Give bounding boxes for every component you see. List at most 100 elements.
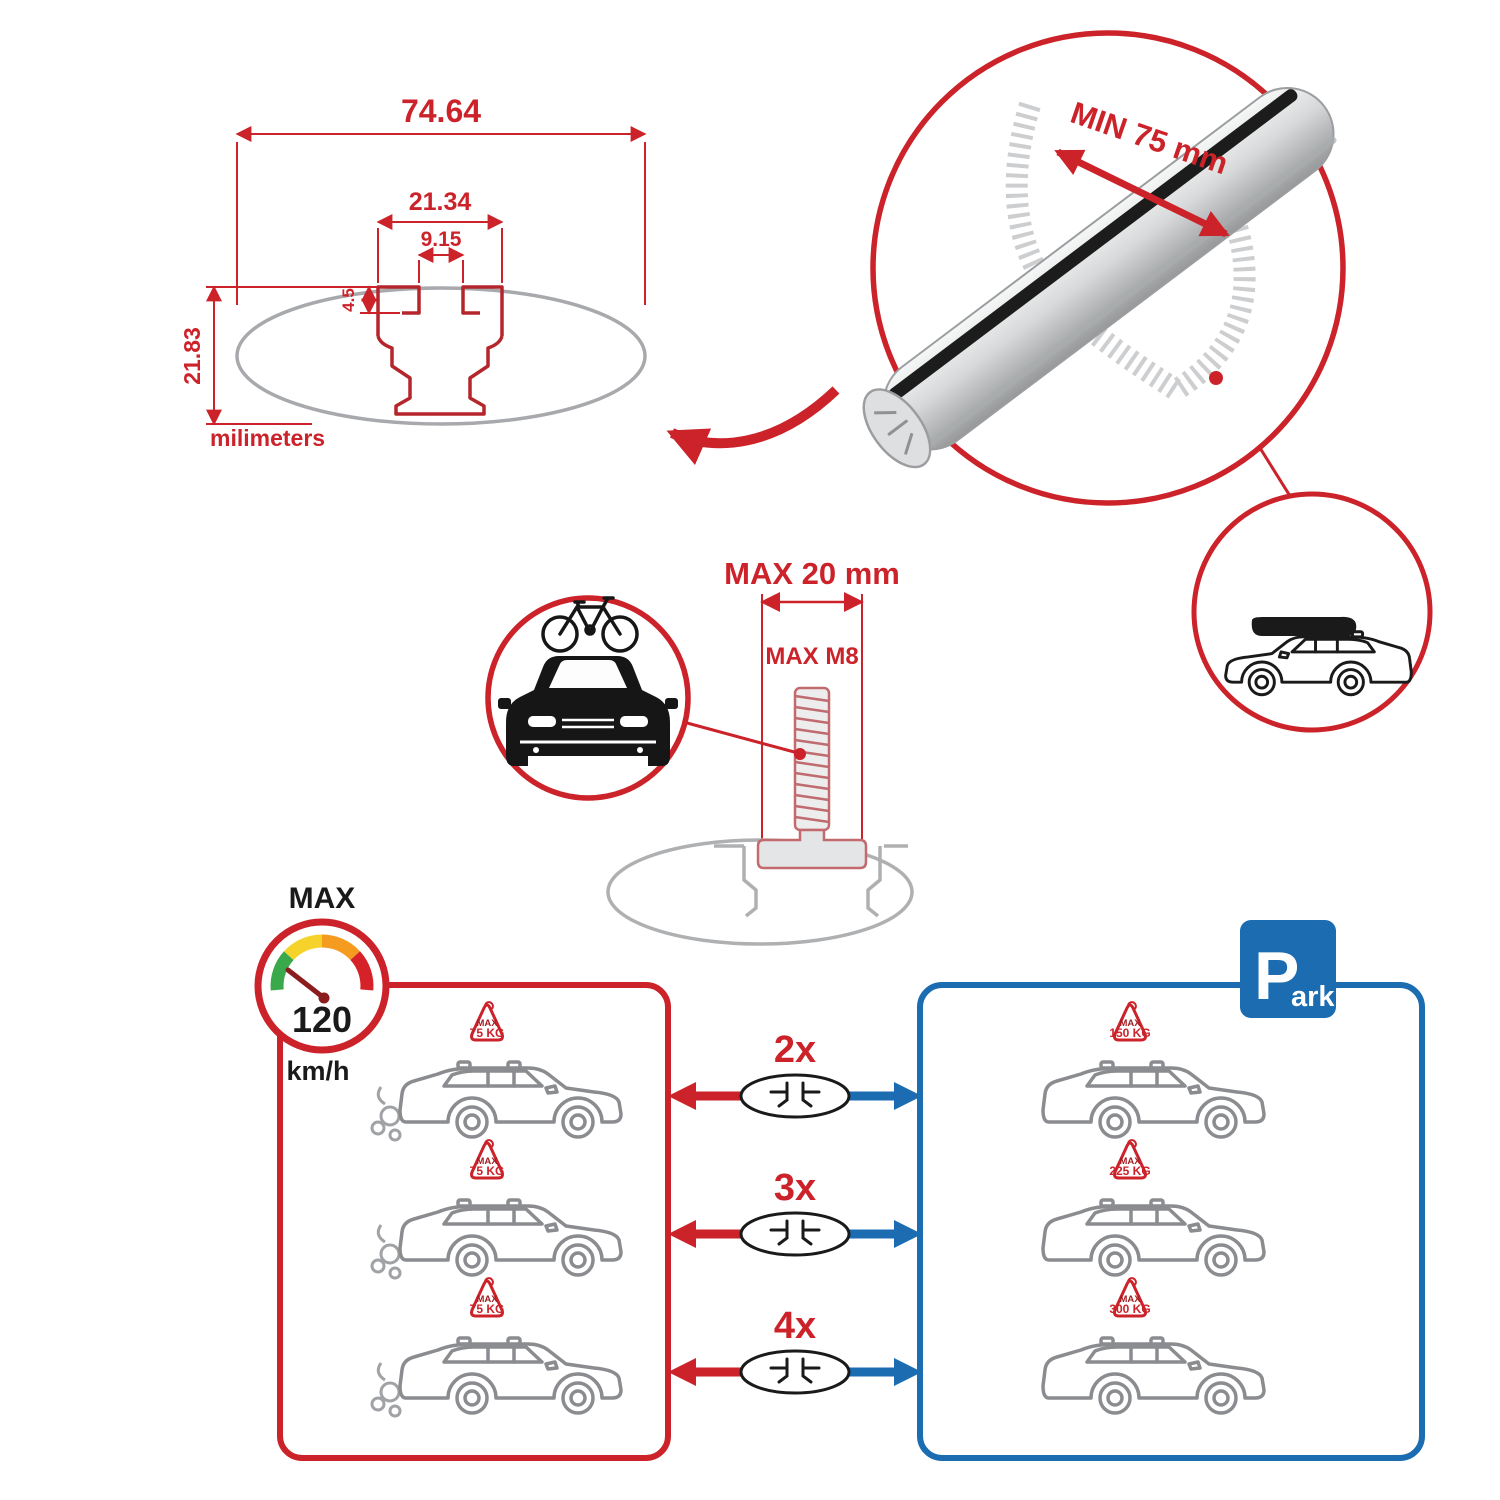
parked-car-2: MAX 225 KG: [1041, 1138, 1266, 1277]
gauge-pivot: [318, 992, 330, 1004]
t-bolt: [756, 686, 868, 870]
label-total-width: 74.64: [401, 93, 481, 129]
tag-title: MAX: [1119, 1018, 1141, 1029]
blue-arrow-head: [894, 1082, 922, 1110]
bolt-threads: [794, 694, 830, 824]
car-headlight-left: [528, 716, 556, 727]
car-front-body: [506, 656, 670, 766]
min-span-arrow: [1054, 148, 1230, 238]
driving-car-2: MAX 75 KG: [370, 1138, 623, 1280]
red-arrow-head: [668, 1220, 696, 1248]
bar-end-channels: [874, 410, 914, 455]
bicycle-icon: [541, 596, 639, 653]
tag-title: MAX: [476, 1018, 498, 1029]
car-foglight-right: [637, 747, 643, 753]
car-icon: [1041, 1198, 1266, 1277]
suv-circle: [1191, 491, 1433, 733]
car-mirror-right: [665, 698, 678, 709]
blue-arrow-head: [894, 1358, 922, 1386]
car-icon: [398, 1336, 623, 1415]
park-sign-ark: ark: [1291, 981, 1335, 1013]
car-grill: [562, 718, 614, 729]
crossbar-section-icon: [739, 1349, 851, 1395]
car-mirror-left: [498, 698, 511, 709]
car-icon: [1041, 1336, 1266, 1415]
tag-value: 150 KG: [1109, 1026, 1150, 1040]
profile-slot-right: [866, 846, 882, 918]
smoke-icon: [370, 1085, 402, 1142]
pointer-arrow-to-diagram: [666, 386, 840, 466]
car-front-icon: [498, 656, 678, 766]
blue-arrow-head: [894, 1220, 922, 1248]
label-max-bolt: MAX M8: [765, 643, 858, 670]
car-headlight-right: [620, 716, 648, 727]
tag-value: 75 KG: [470, 1302, 505, 1316]
bar-count-label: 2x: [774, 1029, 816, 1071]
label-total-height: 21.83: [179, 327, 205, 385]
red-arrow-head: [668, 1358, 696, 1386]
dimension-lines: [206, 126, 647, 426]
tag-value: 300 KG: [1109, 1302, 1150, 1316]
ext-total-width: [236, 142, 646, 305]
parked-car-3: MAX 300 KG: [1041, 1276, 1266, 1415]
driving-car-1: MAX 75 KG: [370, 1000, 623, 1142]
bar-ellipse-outline: [235, 286, 647, 426]
tag-title: MAX: [476, 1156, 498, 1167]
t-slot-profile: [376, 285, 504, 416]
speed-max-label: MAX: [289, 882, 356, 915]
tag-title: MAX: [1119, 1294, 1141, 1305]
car-icon: [398, 1060, 623, 1139]
bolt-t-head: [756, 828, 868, 870]
gauge-arc-red: [350, 951, 374, 991]
bar-option-row-3: 4x: [668, 1305, 922, 1395]
bar-render-detail: MIN 75 mm: [862, 30, 1346, 513]
smoke-icon: [370, 1361, 402, 1418]
label-slot-outer: 21.34: [409, 188, 472, 216]
crossbar-section-icon: [739, 1073, 851, 1119]
label-slot-opening: 9.15: [421, 228, 462, 251]
clamp-strap-sketch: [1005, 101, 1256, 404]
suv-roofbox-detail: [1191, 491, 1433, 733]
car-icon: [1041, 1060, 1266, 1139]
speed-limit-gauge: MAX 120 km/h: [254, 882, 390, 1086]
car-foglight-left: [533, 747, 539, 753]
driving-car-3: MAX 75 KG: [370, 1276, 623, 1418]
ext-clamp-width: [761, 594, 863, 842]
mount-dimension-lines: [760, 592, 864, 842]
tag-title: MAX: [476, 1294, 498, 1305]
car-front-detail: [485, 595, 691, 801]
red-arrow-head: [668, 1082, 696, 1110]
t-slot-stem: [376, 335, 504, 416]
gauge-arc-yellow: [284, 934, 323, 961]
bike-wheel-rear: [541, 615, 579, 653]
tag-title: MAX: [1119, 1156, 1141, 1167]
park-sign-plate: [1240, 920, 1336, 1018]
car-icon: [398, 1198, 623, 1277]
callout-dot: [1209, 371, 1223, 385]
speed-unit: km/h: [286, 1056, 349, 1086]
bar-count-label: 3x: [774, 1167, 816, 1209]
gauge-arc: [270, 934, 374, 991]
parked-panel: [917, 982, 1425, 1461]
profile-slot: [714, 844, 908, 918]
park-sign-p: P: [1254, 938, 1299, 1014]
smoke-icon: [370, 1223, 402, 1280]
roof-box-icon: [1251, 616, 1357, 636]
driving-panel: [277, 982, 671, 1461]
car-windshield: [549, 660, 627, 688]
bar-option-row-2: 3x: [668, 1167, 922, 1257]
bar-option-row-1: 2x: [668, 1029, 922, 1119]
t-slot-left-wall: [376, 285, 421, 336]
gauge-arc-green: [270, 951, 294, 991]
mounting-diagram: MAX 20 mm MAX M8: [485, 556, 914, 946]
tag-value: 75 KG: [470, 1164, 505, 1178]
bike-wheel-front: [601, 615, 639, 653]
ext-total-height: [206, 286, 360, 425]
ext-slot-opening: [418, 260, 464, 283]
speed-value: 120: [292, 999, 352, 1040]
tag-value: 225 KG: [1109, 1164, 1150, 1178]
bar-shade-line: [923, 136, 1337, 451]
gauge-needle: [285, 967, 327, 1001]
